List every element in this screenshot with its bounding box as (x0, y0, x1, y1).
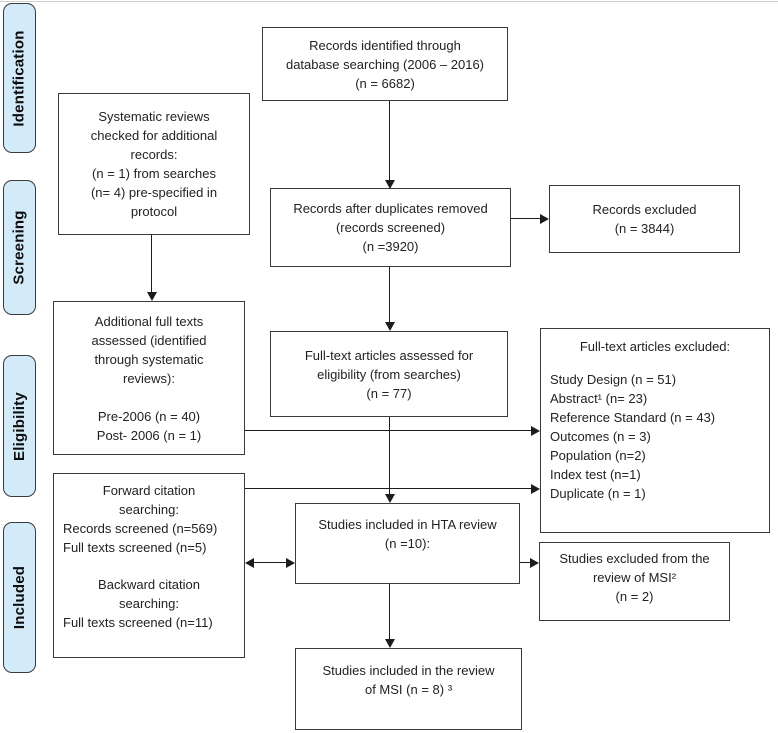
box-studies-included-msi: Studies included in the review of MSI (n… (295, 648, 522, 730)
box-systematic-reviews: Systematic reviews checked for additiona… (58, 93, 250, 235)
backward-citation-header: Backward citation searching: (98, 577, 200, 611)
arrow-assessed-to-hta-line (389, 417, 390, 495)
box-full-text-excluded-items: Study Design (n = 51) Abstract¹ (n= 23) … (550, 372, 716, 501)
arrow-citation-to-ft-excluded-line (245, 488, 532, 489)
stage-included: Included (3, 522, 36, 673)
arrow-identified-to-duplicates-head (385, 180, 395, 189)
box-systematic-reviews-text: Systematic reviews checked for additiona… (90, 109, 218, 219)
arrow-systematic-to-additional-head (147, 292, 157, 301)
box-citation-searching: Forward citation searching: Records scre… (53, 473, 245, 658)
arrow-additional-to-ft-excluded-line (245, 430, 532, 431)
box-records-after-duplicates-text: Records after duplicates removed (record… (293, 201, 488, 254)
stage-included-label: Included (11, 565, 28, 630)
arrow-duplicates-to-assessed-head (385, 322, 395, 331)
box-additional-full-texts-text: Additional full texts assessed (identifi… (91, 313, 207, 443)
box-records-identified-text: Records identified through database sear… (285, 37, 485, 91)
arrow-duplicates-to-excluded-line (511, 218, 541, 219)
box-studies-included-msi-text: Studies included in the review of MSI (n… (322, 663, 495, 697)
box-hta-review-included-text: Studies included in HTA review (n =10): (318, 517, 497, 551)
box-full-text-excluded-title: Full-text articles excluded: (579, 339, 731, 354)
arrow-citation-hta-bidirectional-line (252, 562, 288, 563)
box-records-identified: Records identified through database sear… (262, 27, 508, 101)
arrow-citation-hta-left-head (245, 558, 254, 568)
arrow-systematic-to-additional-line (151, 235, 152, 293)
stage-identification: Identification (3, 3, 36, 153)
box-hta-review-included: Studies included in HTA review (n =10): (295, 503, 520, 584)
box-full-text-assessed: Full-text articles assessed for eligibil… (270, 331, 508, 417)
box-studies-excluded-msi: Studies excluded from the review of MSI²… (539, 542, 730, 621)
backward-citation-lines: Full texts screened (n=11) (63, 615, 213, 630)
arrow-additional-to-ft-excluded-head (531, 426, 540, 436)
arrow-duplicates-to-excluded-head (540, 214, 549, 224)
stage-eligibility-label: Eligibility (11, 391, 28, 461)
forward-citation-lines: Records screened (n=569) Full texts scre… (63, 521, 218, 555)
stage-screening: Screening (3, 180, 36, 315)
box-full-text-assessed-text: Full-text articles assessed for eligibil… (304, 347, 474, 401)
arrow-hta-to-included-line (389, 584, 390, 640)
arrow-citation-to-ft-excluded-head (531, 484, 540, 494)
forward-citation-header: Forward citation searching: (102, 483, 196, 517)
arrow-identified-to-duplicates-line (389, 101, 390, 181)
box-full-text-excluded: Full-text articles excluded: Study Desig… (540, 328, 770, 533)
stage-screening-label: Screening (11, 210, 29, 285)
box-records-excluded: Records excluded (n = 3844) (549, 185, 740, 253)
box-additional-full-texts: Additional full texts assessed (identifi… (53, 301, 245, 455)
arrow-citation-hta-right-head (286, 558, 295, 568)
arrow-hta-to-included-head (385, 639, 395, 648)
box-studies-excluded-msi-text: Studies excluded from the review of MSI²… (559, 551, 710, 604)
arrow-hta-to-excluded-msi-line (520, 562, 532, 563)
box-records-after-duplicates: Records after duplicates removed (record… (270, 188, 511, 267)
figure-top-border (0, 1, 778, 2)
box-records-excluded-text: Records excluded (n = 3844) (592, 202, 697, 236)
arrow-assessed-to-hta-head (385, 494, 395, 503)
stage-eligibility: Eligibility (3, 355, 36, 497)
arrow-duplicates-to-assessed-line (389, 267, 390, 323)
stage-identification-label: Identification (11, 29, 29, 127)
arrow-hta-to-excluded-msi-head (530, 558, 539, 568)
